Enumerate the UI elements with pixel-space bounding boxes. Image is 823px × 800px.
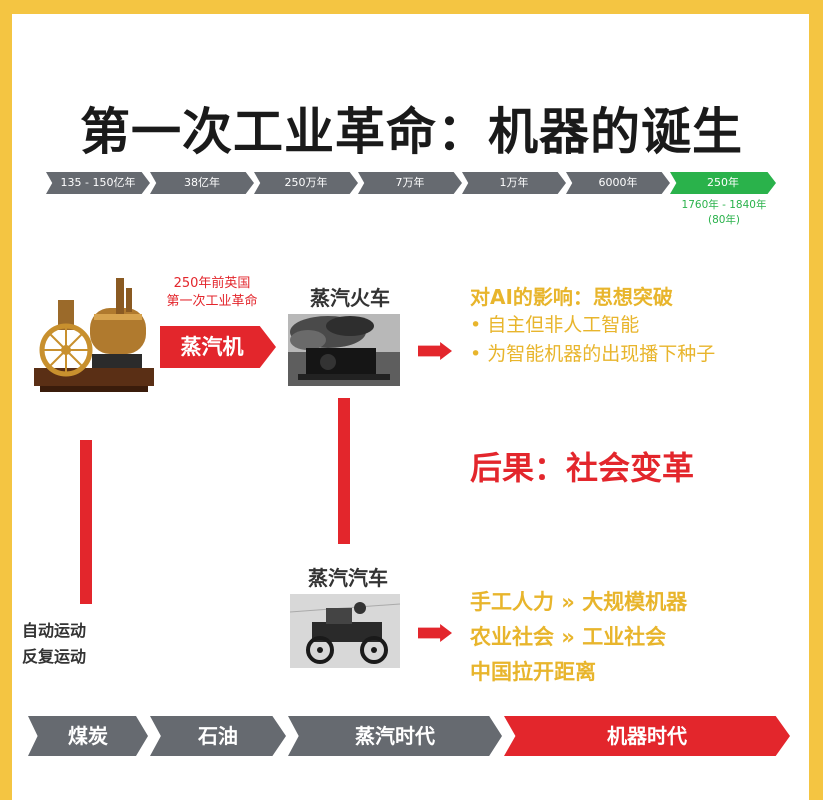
timeline-segment: 38亿年 xyxy=(150,172,254,194)
ai-impact-heading: 对AI的影响：思想突破 xyxy=(470,285,673,309)
ai-impact-bullet: • 自主但非人工智能 xyxy=(470,314,640,336)
timeline-segment: 7万年 xyxy=(358,172,462,194)
motion-repeat: 反复运动 xyxy=(22,647,87,666)
change-item: 中国拉开距离 xyxy=(470,660,596,684)
timeline-segment-current: 250年 xyxy=(670,172,776,194)
era-steam: 蒸汽时代 xyxy=(288,716,502,756)
arrow-to-ai-impact xyxy=(418,342,452,360)
change-item: 手工人力 » 大规模机器 xyxy=(470,590,688,614)
steam-car-label: 蒸汽汽车 xyxy=(308,566,388,590)
timeline-segment: 250万年 xyxy=(254,172,358,194)
timeline-note: 1760年 - 1840年 (80年) xyxy=(672,198,776,228)
steam-engine-image xyxy=(30,270,158,400)
consequence-heading: 后果：社会变革 xyxy=(470,449,695,487)
timeline-segment: 6000年 xyxy=(566,172,670,194)
era-oil: 石油 xyxy=(150,716,286,756)
infographic-card xyxy=(12,14,809,800)
motion-auto: 自动运动 xyxy=(22,621,87,640)
timeline-note-duration: (80年) xyxy=(707,214,741,226)
steam-engine-illustration xyxy=(34,278,154,392)
motion-notes: 自动运动 反复运动 xyxy=(22,618,142,670)
timeline-segment: 1万年 xyxy=(462,172,566,194)
steam-engine-label: 蒸汽机 xyxy=(180,335,244,359)
social-changes: 手工人力 » 大规模机器 农业社会 » 工业社会 中国拉开距离 xyxy=(470,585,800,690)
steam-car-image xyxy=(290,594,400,668)
steam-train-illustration xyxy=(288,314,400,386)
era-coal: 煤炭 xyxy=(28,716,148,756)
timeline-segment: 135 - 150亿年 xyxy=(46,172,150,194)
steam-train-image xyxy=(288,314,400,386)
steam-engine-caption: 250年前英国 第一次工业革命 xyxy=(150,275,274,311)
era-machine: 机器时代 xyxy=(504,716,790,756)
arrow-to-changes xyxy=(418,624,452,642)
steam-train-label: 蒸汽火车 xyxy=(310,286,390,310)
change-item: 农业社会 » 工业社会 xyxy=(470,625,667,649)
timeline-note-years: 1760年 - 1840年 xyxy=(681,199,767,211)
page-title: 第一次工业革命：机器的诞生 xyxy=(80,103,743,161)
steam-engine-arrow: 蒸汽机 xyxy=(160,326,276,368)
ai-impact: 对AI的影响：思想突破 • 自主但非人工智能 • 为智能机器的出现播下种子 xyxy=(470,283,800,369)
vertical-connector-left xyxy=(80,440,92,604)
steam-engine-caption-line2: 第一次工业革命 xyxy=(166,294,258,309)
vertical-connector-center xyxy=(338,398,350,544)
steam-car-illustration xyxy=(290,594,400,668)
steam-engine-caption-line1: 250年前英国 xyxy=(173,276,251,291)
ai-impact-bullet: • 为智能机器的出现播下种子 xyxy=(470,343,716,365)
